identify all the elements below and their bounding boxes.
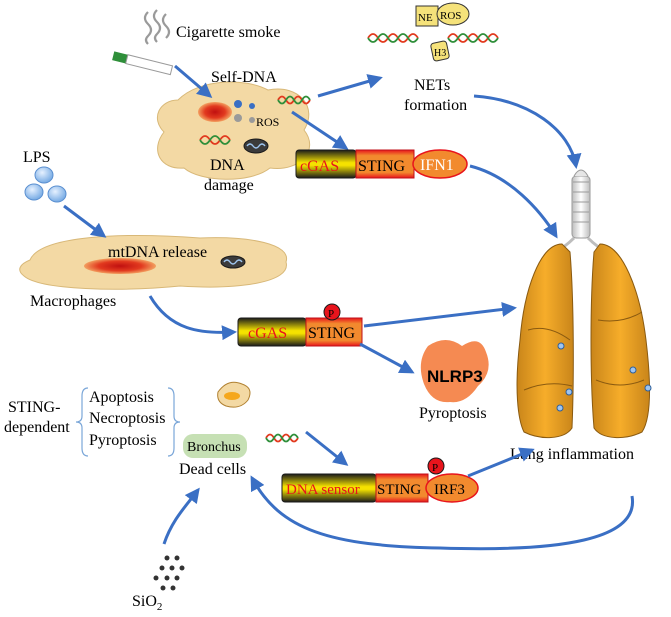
- sting-label: STING: [377, 482, 421, 498]
- sio2-label: SiO2: [132, 593, 162, 612]
- ros-dot: [234, 100, 242, 108]
- arrow-macrophage-to-cgas: [148, 295, 237, 341]
- mitochondrion-icon: [220, 255, 246, 269]
- lesion-dot: [629, 366, 637, 374]
- effector-ellipse: [412, 149, 468, 179]
- sensor-label: cGAS: [300, 158, 339, 175]
- phospho-label: P: [432, 462, 438, 474]
- lps-droplet-icon: [24, 166, 67, 203]
- arrows: [63, 64, 634, 551]
- bronchus-box: [183, 434, 247, 458]
- h3-box: [430, 40, 450, 62]
- dna-strand-icon: [277, 95, 311, 105]
- dna-damage-label-1: DNA: [210, 157, 245, 174]
- dna-strand-icon: [199, 135, 231, 145]
- pyroptosis-label: Pyroptosis: [419, 405, 487, 422]
- arrow-ifn1-to-lung: [469, 164, 558, 239]
- trachea-icon: [551, 169, 611, 256]
- ne-label: NE: [418, 12, 433, 24]
- ros-dot: [234, 114, 242, 122]
- self-dna-label: Self-DNA: [211, 69, 277, 86]
- mitochondrion-icon: [243, 138, 269, 154]
- ros-label: ROS: [256, 115, 279, 129]
- nets-label-2: formation: [404, 97, 467, 114]
- arrow-lung-to-dead-cells: [250, 475, 634, 551]
- lesion-dot: [557, 342, 565, 350]
- dna-damage-label-2: damage: [204, 177, 254, 194]
- middle-pathway: cGAS STING P: [237, 303, 363, 347]
- h3-label: H3: [434, 48, 446, 59]
- ros-dot: [249, 103, 255, 109]
- nlrp3-shape: [420, 340, 489, 403]
- effector-ellipse: [425, 473, 479, 503]
- macrophage-nucleus: [84, 258, 156, 274]
- lesion-dot: [556, 404, 564, 412]
- mtdna-release-label: mtDNA release: [108, 244, 207, 261]
- arrow-sting-to-lung: [363, 301, 517, 328]
- ros-blob: [436, 2, 470, 26]
- necroptosis-label: Necroptosis: [89, 410, 165, 427]
- arrow-selfdna-to-nets: [317, 74, 383, 98]
- cigarette-icon: [112, 51, 174, 76]
- sting-label: STING: [358, 158, 406, 175]
- sting-box: [355, 149, 415, 179]
- ros-dot: [249, 117, 255, 123]
- ros-net-label: ROS: [440, 10, 461, 22]
- smoke-icon: [143, 9, 171, 45]
- dead-cells-label: Dead cells: [179, 461, 246, 478]
- arrow-sio2-to-dead-cells: [162, 487, 200, 545]
- bracket-left: [75, 387, 89, 457]
- lesion-dot: [565, 388, 573, 396]
- lung-inflammation-label: Lung inflammation: [510, 446, 634, 463]
- sting-label: STING: [308, 325, 356, 342]
- left-lung: [516, 243, 574, 438]
- right-lung: [590, 243, 650, 438]
- arrow-irf3-to-lung: [467, 447, 535, 478]
- sensor-label: cGAS: [248, 325, 287, 342]
- bottom-pathway: DNA sensor STING IRF3 P: [281, 457, 479, 503]
- effector-label: IFN1: [420, 157, 454, 174]
- macrophage-cell: [19, 235, 287, 290]
- phospho-badge: [427, 457, 445, 475]
- cigarette-smoke-label: Cigarette smoke: [176, 24, 280, 41]
- dna-strand-icon: [265, 433, 299, 443]
- sensor-label: DNA sensor: [286, 482, 360, 498]
- nlrp3-label: NLRP3: [427, 367, 483, 386]
- lesion-dot: [644, 384, 652, 392]
- top-pathway: cGAS STING IFN1: [295, 149, 468, 179]
- silica-particles-icon: [153, 555, 185, 591]
- sting-dependent-label-2: dependent: [4, 419, 70, 436]
- bronchus-label: Bronchus: [187, 440, 241, 455]
- lungs-icon: [516, 169, 652, 438]
- sting-dependent-label-1: STING-: [8, 399, 60, 416]
- arrow-smoke-to-cell: [174, 64, 213, 98]
- apoptosis-label: Apoptosis: [89, 389, 154, 406]
- cell-nucleus: [198, 102, 232, 122]
- bracket-right: [167, 387, 181, 457]
- arrow-lps-to-macrophage: [63, 204, 107, 238]
- macrophages-label: Macrophages: [30, 293, 116, 310]
- pyroptosis-list-label: Pyroptosis: [89, 432, 157, 449]
- lps-label: LPS: [23, 149, 51, 166]
- arrow-cell-to-sting: [291, 110, 349, 150]
- sting-box: [305, 317, 363, 347]
- dead-cell-icon: [217, 381, 251, 408]
- arrow-dna-to-sensor: [305, 430, 349, 466]
- phospho-badge: [323, 303, 341, 321]
- arrow-sting-to-nlrp3: [359, 342, 415, 374]
- nets-label-1: NETs: [414, 77, 450, 94]
- phospho-label: P: [328, 308, 334, 320]
- arrow-nets-to-lung: [473, 94, 582, 169]
- effector-label: IRF3: [434, 482, 465, 498]
- epithelial-cell: [157, 81, 310, 180]
- dna-strand-icon: [367, 33, 499, 43]
